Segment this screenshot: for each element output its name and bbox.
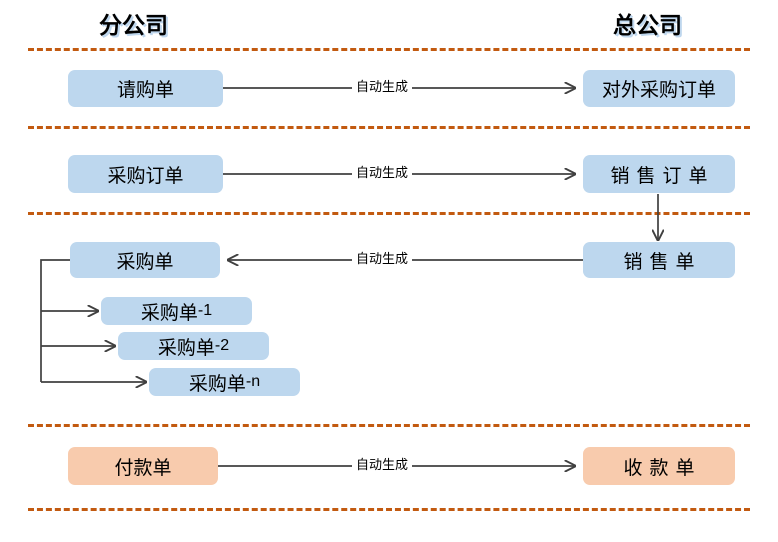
node-requisition[interactable]: 请购单 — [68, 70, 223, 107]
column-header-branch: 分公司 — [99, 12, 168, 38]
band-divider-1 — [28, 48, 750, 51]
node-sales-bill-label: 销售单 — [623, 251, 702, 273]
node-purchase-receipt-2[interactable]: 采购单-2 — [118, 332, 269, 360]
split-spine — [40, 259, 100, 382]
node-requisition-label: 请购单 — [116, 80, 174, 101]
node-purchase-receipt-1[interactable]: 采购单-1 — [101, 297, 252, 325]
column-header-headquarters: 总公司 — [613, 12, 682, 38]
band-divider-2 — [28, 126, 750, 129]
node-purchase-receipt-label: 采购单 — [116, 251, 174, 273]
node-purchase-receipt-n[interactable]: 采购单-n — [149, 368, 300, 396]
node-purchase-receipt-1-label: 采购单 — [140, 302, 198, 324]
edge-label-row1: 自动生成 — [352, 79, 413, 94]
node-external-purchase-order-label: 对外采购订单 — [601, 80, 716, 101]
node-purchase-order[interactable]: 采购订单 — [68, 155, 223, 193]
node-payment-voucher-label: 付款单 — [114, 457, 172, 479]
node-receipt-voucher[interactable]: 收款单 — [583, 447, 735, 485]
node-sales-order-label: 销售订单 — [610, 165, 715, 187]
edge-label-row2: 自动生成 — [352, 165, 413, 180]
node-external-purchase-order[interactable]: 对外采购订单 — [583, 70, 735, 107]
node-sales-bill[interactable]: 销售单 — [583, 242, 735, 278]
node-receipt-voucher-label: 收款单 — [623, 457, 702, 479]
band-divider-3 — [28, 212, 750, 215]
node-purchase-receipt-1-suffix: -1 — [197, 302, 213, 319]
node-purchase-receipt-2-suffix: -2 — [214, 337, 230, 354]
edge-label-row3: 自动生成 — [352, 251, 413, 266]
edge-label-row4: 自动生成 — [352, 457, 413, 472]
node-purchase-receipt[interactable]: 采购单 — [70, 242, 220, 278]
node-sales-order[interactable]: 销售订单 — [583, 155, 735, 193]
node-purchase-receipt-n-suffix: -n — [245, 373, 261, 390]
band-divider-5 — [28, 508, 750, 511]
band-divider-4 — [28, 424, 750, 427]
node-payment-voucher[interactable]: 付款单 — [68, 447, 218, 485]
node-purchase-order-label: 采购订单 — [107, 165, 184, 187]
node-purchase-receipt-n-label: 采购单 — [188, 373, 246, 395]
node-purchase-receipt-2-label: 采购单 — [157, 337, 215, 359]
